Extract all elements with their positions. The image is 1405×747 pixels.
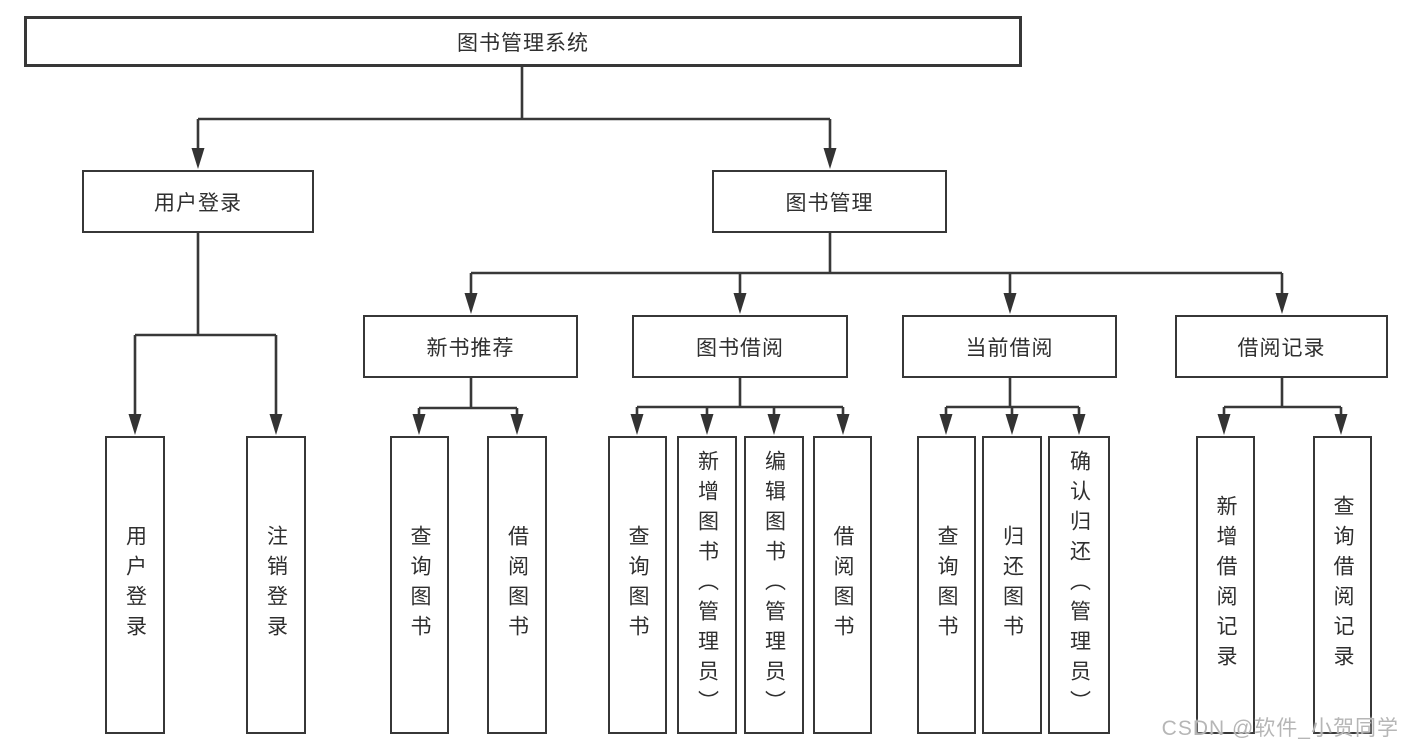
leaf-add-borrow-record: 新增借阅记录: [1196, 436, 1255, 734]
leaf-user-login: 用户登录: [105, 436, 165, 734]
connector-paths: [133, 67, 1343, 417]
leaf-confirm-return-admin: 确认归还（管理员）: [1048, 436, 1110, 734]
node-label: 借阅图书: [831, 525, 854, 645]
leaf-edit-book-admin: 编辑图书（管理员）: [744, 436, 804, 734]
leaf-return-book: 归还图书: [982, 436, 1042, 734]
arrowheads: [128, 148, 1348, 435]
leaf-borrow-book-2: 借阅图书: [813, 436, 872, 734]
leaf-logout: 注销登录: [246, 436, 306, 734]
node-label: 图书管理系统: [457, 31, 589, 55]
node-book-management: 图书管理: [712, 170, 947, 233]
csdn-watermark: CSDN @软件_小贺同学: [1161, 717, 1399, 740]
node-current-borrow: 当前借阅: [902, 315, 1117, 378]
node-label: 用户登录: [123, 525, 147, 645]
node-label: 用户登录: [154, 191, 242, 215]
node-label: 新书推荐: [426, 336, 515, 360]
leaf-query-book-3: 查询图书: [917, 436, 976, 734]
node-label: 归还图书: [1000, 525, 1024, 645]
node-user-login: 用户登录: [82, 170, 314, 233]
node-label: 查询图书: [626, 525, 649, 645]
node-label: 新增图书（管理员）: [695, 450, 719, 720]
leaf-query-book-2: 查询图书: [608, 436, 667, 734]
leaf-add-book-admin: 新增图书（管理员）: [677, 436, 737, 734]
node-label: 借阅记录: [1237, 336, 1326, 360]
node-borrow-record: 借阅记录: [1175, 315, 1388, 378]
leaf-borrow-book-1: 借阅图书: [487, 436, 547, 734]
node-book-borrow: 图书借阅: [632, 315, 848, 378]
node-label: 当前借阅: [965, 336, 1054, 360]
node-label: 借阅图书: [505, 525, 529, 645]
node-label: 编辑图书（管理员）: [762, 450, 786, 720]
leaf-query-borrow-record: 查询借阅记录: [1313, 436, 1372, 734]
node-label: 查询图书: [935, 525, 958, 645]
node-label: 查询借阅记录: [1331, 495, 1354, 675]
node-label: 确认归还（管理员）: [1067, 450, 1091, 720]
node-label: 图书借阅: [696, 336, 784, 360]
node-label: 查询图书: [408, 525, 431, 645]
node-label: 注销登录: [264, 525, 288, 645]
leaf-query-book-1: 查询图书: [390, 436, 449, 734]
node-new-book-recommend: 新书推荐: [363, 315, 578, 378]
node-system-root: 图书管理系统: [24, 16, 1022, 67]
node-label: 图书管理: [785, 191, 874, 215]
node-label: 新增借阅记录: [1214, 495, 1237, 675]
